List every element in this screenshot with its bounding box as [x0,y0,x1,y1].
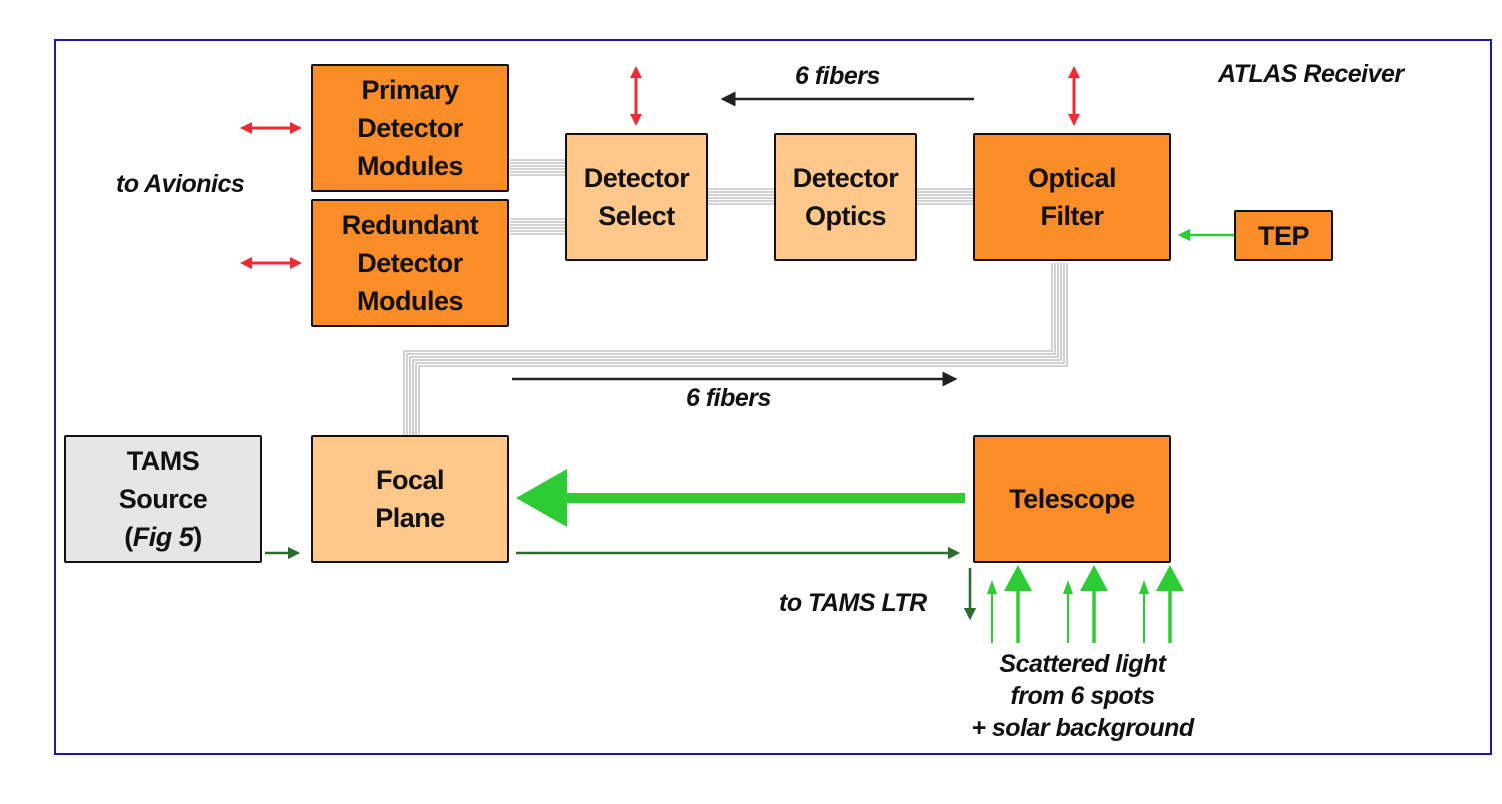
fiber-filter-to-focal-plane [418,263,1068,435]
block-label: Telescope [1009,484,1135,514]
block-label-line: Optics [804,201,887,231]
to-avionics-label: to Avionics [116,170,245,198]
scattered-light-arrows [987,565,1184,643]
figure-reference: Fig 5 [132,522,194,552]
block-label-line: Select [598,201,675,231]
focal-plane-block[interactable]: Focal Plane [311,435,509,563]
fiber-filter-to-focal-plane [409,263,1059,435]
fiber-filter-to-focal-plane [406,263,1056,435]
scattered-light-line: Scattered light [999,650,1166,678]
detector-select-block[interactable]: Detector Select [565,133,708,261]
block-label-line: Detector [357,113,463,143]
receiver-boundary [54,39,1492,755]
block-label-line: Focal [375,465,445,495]
telescope-block[interactable]: Telescope [973,435,1171,563]
block-label-line: Modules [356,151,464,181]
paren-close: ) [193,522,202,552]
fiber-filter-to-focal-plane [412,263,1062,435]
optical-filter-block[interactable]: Optical Filter [973,133,1171,261]
fibers-top-label: 6 fibers [795,62,880,90]
tams-source-block[interactable]: TAMS Source (Fig 5) [64,435,262,563]
redundant-detector-modules-block[interactable]: Redundant Detector Modules [311,199,509,327]
block-label-line: (Fig 5) [119,518,208,556]
fiber-filter-to-focal-plane [415,263,1065,435]
block-label: TEP [1257,220,1310,251]
scattered-light-line: from 6 spots [1010,682,1155,710]
primary-detector-modules-block[interactable]: Primary Detector Modules [311,64,509,192]
solar-background-arrow-head [1156,565,1184,591]
block-label-line: Optical [1027,163,1117,193]
diagram-title: ATLAS Receiver [1218,60,1404,88]
to-tams-ltr-label: to TAMS LTR [779,589,927,617]
block-label-line: Filter [1040,201,1104,231]
paren-open: ( [124,522,133,552]
spot-light-arrow-head [987,580,997,594]
detector-optics-block[interactable]: Detector Optics [774,133,917,261]
block-label-line: Redundant [341,210,479,240]
block-label-line: Plane [375,503,445,533]
block-label-line: Modules [356,286,464,316]
spot-light-arrow-head [1139,580,1149,594]
block-label-line: Source [118,484,208,514]
scattered-light-line: + solar background [971,714,1194,742]
block-label-line: Detector [357,248,463,278]
solar-background-arrow-head [1080,565,1108,591]
block-label-line: Detector [583,163,690,193]
fiber-filter-to-focal-plane [403,263,1053,435]
block-label-line: Detector [792,163,899,193]
block-label-line: Primary [361,75,459,105]
scattered-light-label: Scattered light from 6 spots + solar bac… [940,648,1225,744]
fibers-middle-label: 6 fibers [686,384,771,412]
solar-background-arrow-head [1004,565,1032,591]
telescope-to-focal-plane-arrowhead [516,469,567,527]
fiber-bundles [403,159,1068,435]
spot-light-arrow-head [1063,580,1073,594]
tep-block[interactable]: TEP [1234,210,1333,261]
block-label-line: TAMS [126,446,200,476]
